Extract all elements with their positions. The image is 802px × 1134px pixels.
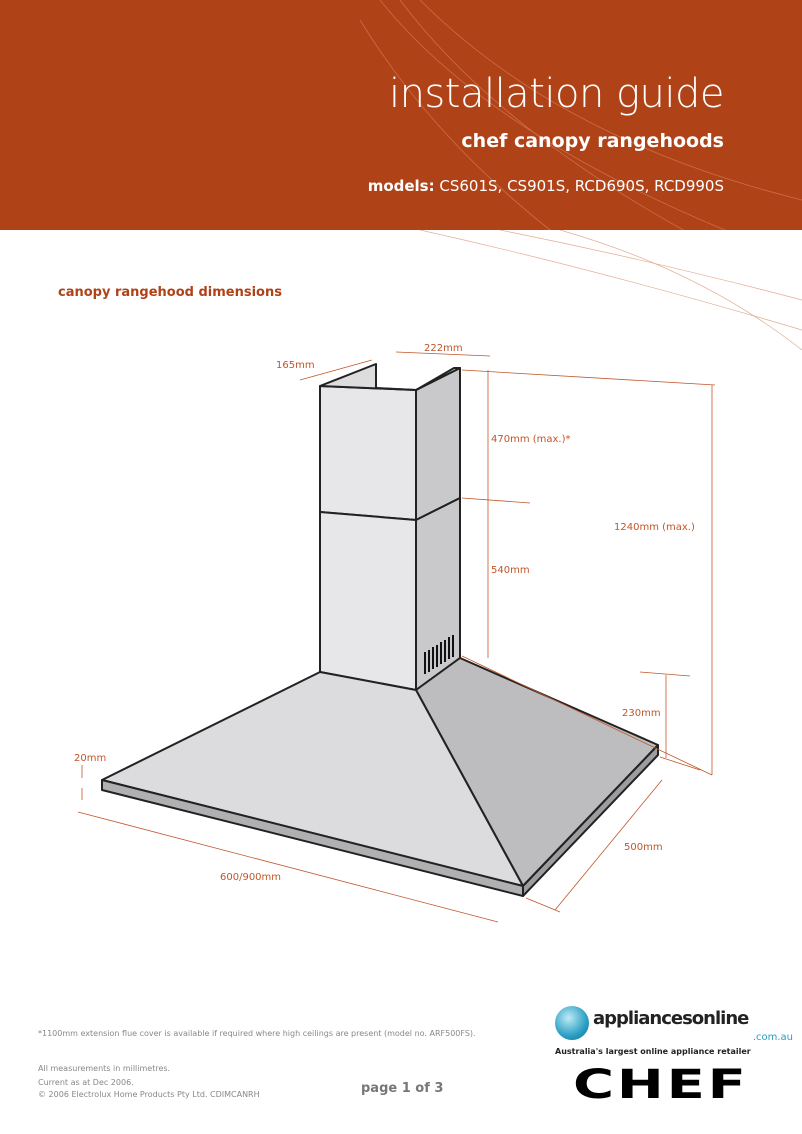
- page-number: page 1 of 3: [361, 1081, 444, 1096]
- dim-222: 222mm: [424, 343, 463, 354]
- current-date: Current as at Dec 2006.: [38, 1078, 134, 1087]
- models-line: models: CS601S, CS901S, RCD690S, RCD990S: [368, 176, 724, 196]
- subtitle: chef canopy rangehoods: [461, 130, 724, 152]
- chef-logo: CHEF: [573, 1062, 749, 1108]
- decorative-swirls: [359, 0, 802, 230]
- footnote: *1100mm extension flue cover is availabl…: [38, 1029, 476, 1038]
- measurements-note: All measurements in millimetres.: [38, 1064, 171, 1073]
- canopy-side-edge: [522, 744, 659, 897]
- dim-165: 165mm: [276, 360, 315, 371]
- dim-20: 20mm: [74, 753, 106, 764]
- dim-230: 230mm: [622, 708, 661, 719]
- dim-470: 470mm (max.)*: [491, 434, 571, 445]
- lower-flue-front: [319, 511, 417, 691]
- models-list: CS601S, CS901S, RCD690S, RCD990S: [439, 177, 724, 195]
- copyright: © 2006 Electrolux Home Products Pty Ltd.…: [38, 1090, 260, 1099]
- page-title: installation guide: [388, 71, 725, 117]
- logo-brand: appliancesonline: [593, 1008, 749, 1029]
- models-label: models:: [367, 177, 435, 195]
- rangehood-diagram: 165mm 222mm 470mm (max.)* 540mm 1240mm (…: [74, 343, 716, 923]
- vent-grille: [424, 635, 454, 674]
- dimension-lines: [77, 351, 716, 923]
- section-title: canopy rangehood dimensions: [58, 285, 282, 300]
- upper-flue-top: [319, 363, 461, 391]
- upper-flue-front: [319, 385, 417, 521]
- dim-600-900: 600/900mm: [220, 872, 281, 883]
- upper-flue-side: [415, 367, 461, 521]
- logo-domain: .com.au: [752, 1032, 793, 1043]
- appliancesonline-chef-logo: appliancesonline .com.au Australia's lar…: [543, 1004, 801, 1116]
- dim-500: 500mm: [624, 842, 663, 853]
- logo-tagline: Australia's largest online appliance ret…: [555, 1047, 751, 1056]
- swirls-below: [419, 230, 802, 351]
- header-banner: installation guide chef canopy rangehood…: [0, 0, 802, 230]
- dim-1240: 1240mm (max.): [614, 522, 695, 533]
- globe-icon: [555, 1006, 589, 1040]
- dim-540: 540mm: [491, 565, 530, 576]
